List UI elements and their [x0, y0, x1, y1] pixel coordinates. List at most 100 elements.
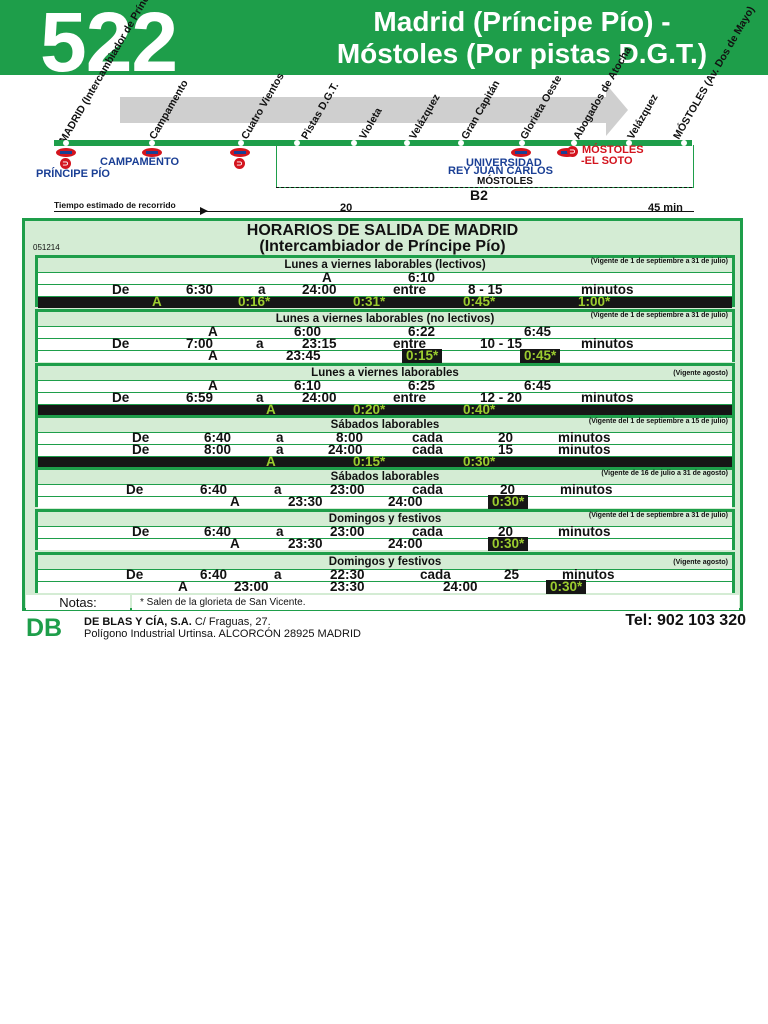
travel-time-line [54, 211, 694, 212]
company-street: C/ Fraguas, 27. [194, 616, 271, 628]
schedule-cell: 20 [498, 524, 514, 539]
universidad-label-3: MÓSTOLES [477, 176, 533, 187]
route-title-line-1: Madrid (Príncipe Pío) - [373, 6, 671, 37]
schedule-cell: 20 [498, 430, 514, 445]
direction-arrow-icon [606, 84, 628, 136]
schedule-cell: 23:45 [286, 348, 321, 363]
schedule-cell-night: 0:30* [488, 495, 529, 509]
schedule-cell: a [274, 567, 282, 582]
schedule-row-night: A 0:15* 0:30* [38, 454, 732, 469]
schedule-cell: De [126, 567, 144, 582]
schedule-cell: 6:10 [408, 270, 436, 285]
schedule-row: De 6:40 a 22:30 cada 25 minutos [38, 567, 732, 582]
schedule-cell-night: 0:30* [488, 537, 529, 551]
phone-number: Tel: 902 103 320 [625, 612, 746, 629]
stop-label: Velázquez [625, 92, 661, 142]
mostoles-soto-label-2: -EL SOTO [581, 155, 633, 167]
schedule-title: Sábados laborables [330, 419, 440, 431]
schedule-cell-night: 0:30* [546, 580, 587, 594]
stop-dot [571, 140, 577, 146]
schedule-cell: A [208, 324, 218, 339]
schedule-cell: 6:40 [200, 567, 228, 582]
schedule-row: De 8:00 a 24:00 cada 15 minutos [38, 442, 732, 457]
schedule-cell: a [258, 282, 266, 297]
universidad-label-1: UNIVERSIDAD [466, 157, 542, 169]
timetable-subheading: (Intercambiador de Príncipe Pío) [259, 238, 506, 255]
schedule-cell: 12 - 20 [480, 390, 523, 405]
schedule-cell: 22:30 [330, 567, 365, 582]
schedule-row-night: A 0:16* 0:31* 0:45* 1:00* [38, 294, 732, 309]
stop-dot [681, 140, 687, 146]
schedule-cell: De [112, 282, 130, 297]
metro-icon [141, 147, 163, 158]
schedule-cell: 0:31* [353, 294, 386, 309]
schedule-cell: minutos [581, 390, 634, 405]
schedule-cell: 1:00* [578, 294, 611, 309]
schedule-cell: A [322, 270, 332, 285]
metro-icon [55, 147, 77, 158]
schedule-title: Lunes a viernes laborables (no lectivos) [275, 313, 495, 325]
zone-b2-box [276, 145, 694, 188]
company-location: Polígono Industrial Urtinsa. ALCORCÓN 28… [84, 628, 361, 640]
timetable-code: 051214 [33, 243, 60, 252]
schedule-cell: 24:00 [328, 442, 363, 457]
schedule-cell: a [276, 524, 284, 539]
schedule-cell: entre [393, 336, 427, 351]
schedule-cell: minutos [560, 482, 613, 497]
schedule-title: Domingos y festivos [328, 556, 442, 568]
schedule-cell: A [230, 494, 240, 509]
principe-pio-label: PRÍNCIPE PÍO [36, 168, 110, 180]
schedule-block: Lunes a viernes laborables (lectivos) (V… [35, 255, 735, 309]
schedule-cell: 0:30* [463, 454, 496, 469]
schedule-cell: 6:45 [524, 324, 552, 339]
schedule-cell: 6:40 [204, 524, 232, 539]
stop-dot [519, 140, 525, 146]
travel-time-mid: 20 [340, 202, 353, 214]
timetable-title: HORARIOS DE SALIDA DE MADRID (Intercambi… [25, 223, 740, 255]
schedule-row-night: A 0:20* 0:40* [38, 403, 732, 417]
mostoles-soto-label-1: MÓSTOLES [582, 144, 644, 156]
schedule-validity: (Vigente del 1 de septiembre a 15 de jul… [588, 418, 728, 425]
metro-icon [229, 147, 251, 158]
schedule-validity: (Vigente de 16 de julio a 31 de agosto) [601, 470, 728, 477]
campamento-connection-label: CAMPAMENTO [100, 156, 180, 168]
route-title-line-2: Móstoles (Por pistas D.G.T.) [336, 38, 708, 69]
header-banner: 522 Madrid (Príncipe Pío) - Móstoles (Po… [0, 0, 768, 89]
schedule-block: Lunes a viernes laborables (Vigente agos… [35, 363, 735, 417]
notes-text: * Salen de la glorieta de San Vicente. [132, 595, 739, 610]
schedule-row: A 23:00 23:30 24:00 0:30* [38, 579, 732, 594]
schedule-cell: cada [412, 442, 443, 457]
stop-dot [294, 140, 300, 146]
schedule-cell: 24:00 [388, 494, 423, 509]
schedule-title: Lunes a viernes laborables (lectivos) [284, 259, 486, 271]
schedule-validity: (Vigente agosto) [673, 370, 728, 377]
line-number: 522 [40, 0, 178, 89]
schedule-validity: (Vigente de 1 de septiembre a 31 de juli… [590, 258, 728, 265]
schedule-block: Sábados laborables (Vigente del 1 de sep… [35, 415, 735, 469]
schedule-row: De 6:40 a 23:00 cada 20 minutos [38, 482, 732, 497]
renfe-icon: ⊃ [567, 146, 578, 157]
schedule-cell: minutos [562, 567, 615, 582]
schedule-cell: 6:40 [200, 482, 228, 497]
schedule-row: A 23:30 24:00 0:30* [38, 537, 732, 551]
schedule-row: De 6:40 a 8:00 cada 20 minutos [38, 430, 732, 445]
schedule-cell: 24:00 [302, 390, 337, 405]
schedule-cell: 0:15* [353, 454, 386, 469]
timetable-heading: HORARIOS DE SALIDA DE MADRID [246, 222, 519, 239]
schedule-cell: 7:00 [186, 336, 214, 351]
schedule-cell: A [178, 579, 188, 594]
schedule-cell: 23:30 [288, 494, 323, 509]
schedule-cell: 6:00 [294, 324, 322, 339]
company-name: DE BLAS Y CÍA, S.A. [84, 616, 192, 628]
schedule-cell: 6:25 [408, 378, 436, 393]
schedule-cell: 8 - 15 [468, 282, 503, 297]
stop-dot [626, 140, 632, 146]
schedule-validity: (Vigente de 1 de septiembre a 31 de juli… [590, 312, 728, 319]
schedule-block: Domingos y festivos (Vigente del 1 de se… [35, 509, 735, 551]
metro-icon [510, 147, 532, 158]
schedule-cell: a [256, 390, 264, 405]
schedule-cell: 23:00 [234, 579, 269, 594]
schedule-cell: 6:22 [408, 324, 436, 339]
schedule-cell: 6:45 [524, 378, 552, 393]
schedule-title: Sábados laborables [330, 471, 440, 483]
